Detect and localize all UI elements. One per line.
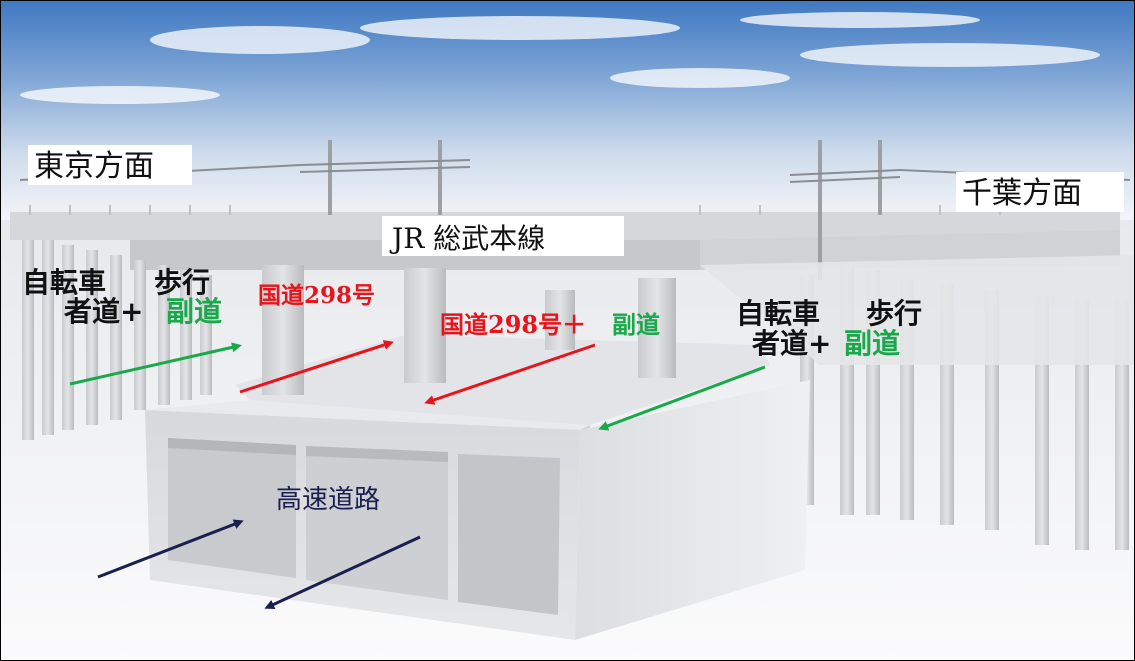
jr-label-bg (382, 216, 624, 256)
chiba-label-bg (956, 172, 1124, 212)
route298-label: 国道298号 (258, 282, 375, 309)
right-walkway-arrow (598, 365, 766, 431)
tokyo-direction-label: 東京方面 (34, 149, 154, 184)
route298-side-label-a: 国道298号＋ (440, 310, 586, 339)
right-walkway-line2a: 者道+ (752, 327, 831, 360)
expressway-label: 高速道路 (276, 485, 380, 515)
right-walkway-line1b: 歩行 (866, 297, 922, 330)
right-walkway-label: 自転車 歩行 者道+ 副道 (736, 297, 922, 360)
left-walkway-line1b: 歩行 (154, 266, 210, 299)
road-deck (235, 335, 770, 425)
left-walkway-line2a: 者道+ (64, 295, 143, 328)
route298-side-label: 国道298号＋ 副道 (440, 310, 660, 339)
clouds (20, 12, 1100, 104)
left-walkway-arrow (69, 342, 242, 386)
jr-line-label: JR 総武本線 (389, 222, 545, 255)
route298-arrow-in (239, 340, 394, 394)
left-walkway-label: 自転車 歩行 者道+ 副道 (22, 266, 222, 328)
right-walkway-line2b: 副道 (844, 327, 900, 360)
expressway-arrow-out (264, 535, 421, 610)
left-walkway-line1a: 自転車 (22, 266, 106, 299)
expressway-arrow-in (97, 519, 244, 579)
right-walkway-line1a: 自転車 (736, 297, 820, 330)
right-viaduct-deck (700, 255, 1135, 365)
chiba-direction-label: 千葉方面 (962, 176, 1082, 211)
route298-side-arrow-out (424, 343, 596, 405)
expressway-box (145, 380, 810, 640)
route298-side-label-b: 副道 (612, 311, 660, 339)
tokyo-label-bg (28, 145, 192, 185)
left-walkway-line2b: 副道 (166, 295, 222, 328)
